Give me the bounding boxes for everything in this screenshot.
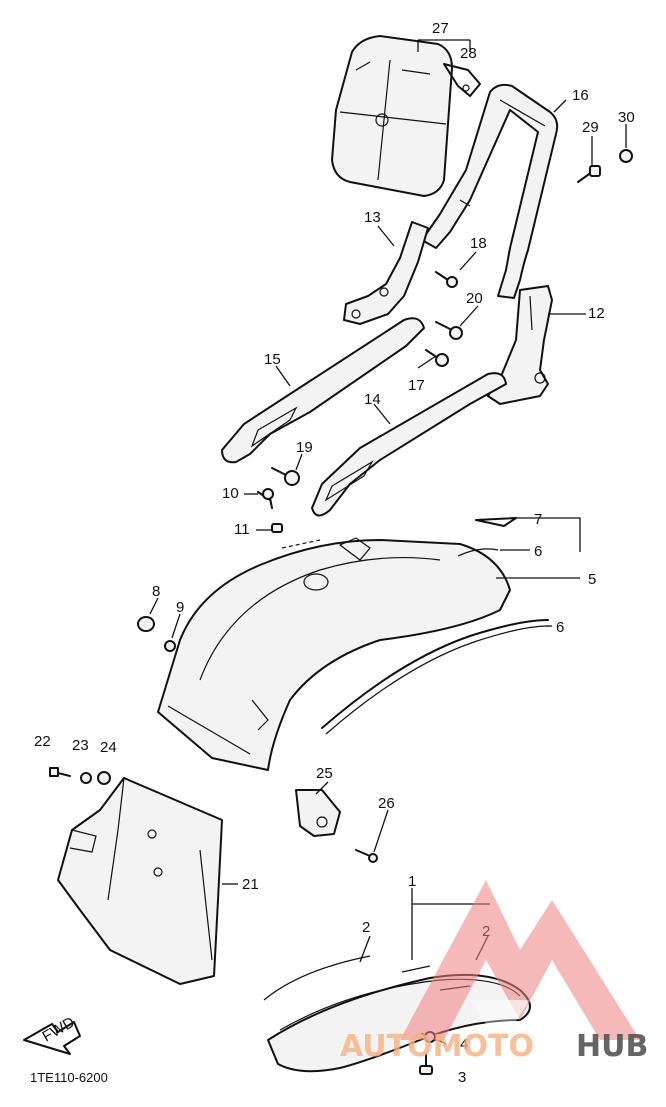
callout-4: 4: [460, 1036, 468, 1053]
callout-28: 28: [460, 45, 477, 62]
fender-strip-lower: [321, 619, 549, 735]
backrest-bracket: [443, 63, 481, 97]
fwd-arrow: FWD: [23, 1014, 81, 1055]
callout-27: 27: [432, 20, 449, 37]
callout-12: 12: [588, 305, 605, 322]
reflector-8: [137, 616, 155, 632]
watermark-text-b: HUB: [576, 1029, 648, 1064]
right-stay: [487, 285, 553, 405]
callout-18: 18: [470, 235, 487, 252]
grab-rail-left: [221, 317, 425, 464]
callout-2a: 2: [362, 919, 370, 936]
license-lamp-25: [295, 789, 341, 837]
callout-8: 8: [152, 583, 160, 600]
screw-26: [355, 849, 378, 863]
watermark-text: AUTOMOTO HUB: [340, 1029, 648, 1064]
callout-19: 19: [296, 439, 313, 456]
watermark-text-a: AUTOMOTO: [340, 1029, 534, 1064]
callout-1: 1: [408, 873, 416, 890]
watermark-logo: [400, 880, 640, 1040]
callout-30: 30: [618, 109, 635, 126]
callout-9: 9: [176, 599, 184, 616]
left-stay: [343, 221, 429, 325]
callout-15: 15: [264, 351, 281, 368]
bolt-20: [435, 321, 463, 340]
bolt-19: [271, 467, 300, 486]
washer-23: [80, 772, 92, 784]
callout-6a: 6: [534, 543, 542, 560]
bolt-18: [435, 271, 458, 288]
inner-fender: [57, 777, 223, 985]
callout-23: 23: [72, 737, 89, 754]
fender-bolt-3: [419, 1053, 433, 1075]
bolt-17: [425, 349, 449, 367]
backrest-pad: [331, 35, 453, 197]
callout-13: 13: [364, 209, 381, 226]
rear-fender: [157, 537, 511, 771]
callout-24: 24: [100, 739, 117, 756]
callout-20: 20: [466, 290, 483, 307]
bolt-29: [577, 165, 601, 183]
callout-22: 22: [34, 733, 51, 750]
bolt-10: [257, 488, 274, 509]
nut-30: [619, 149, 633, 163]
callout-14: 14: [364, 391, 381, 408]
clip-11: [271, 523, 283, 533]
callout-21: 21: [242, 876, 259, 893]
diagram-code: 1TE110-6200: [30, 1070, 108, 1085]
fender-strip-upper: [457, 517, 517, 557]
callout-29: 29: [582, 119, 599, 136]
callout-26: 26: [378, 795, 395, 812]
callout-16: 16: [572, 87, 589, 104]
callout-25: 25: [316, 765, 333, 782]
watermark: [400, 880, 640, 1040]
callout-17: 17: [408, 377, 425, 394]
callout-11: 11: [234, 521, 250, 538]
callout-labels: 27 28 16 29 30 13 18 20 12 15 17 14 19 1…: [34, 20, 635, 1086]
nut-9: [164, 640, 176, 652]
bolt-22: [49, 767, 71, 777]
callout-3: 3: [458, 1069, 466, 1086]
nut-24: [97, 771, 111, 785]
callout-7: 7: [534, 511, 542, 528]
callout-5: 5: [588, 571, 596, 588]
callout-10: 10: [222, 485, 239, 502]
leader-lines: [149, 39, 627, 1045]
callout-6b: 6: [556, 619, 564, 636]
grab-rail-right: [311, 372, 507, 517]
backrest-frame: [421, 83, 559, 299]
